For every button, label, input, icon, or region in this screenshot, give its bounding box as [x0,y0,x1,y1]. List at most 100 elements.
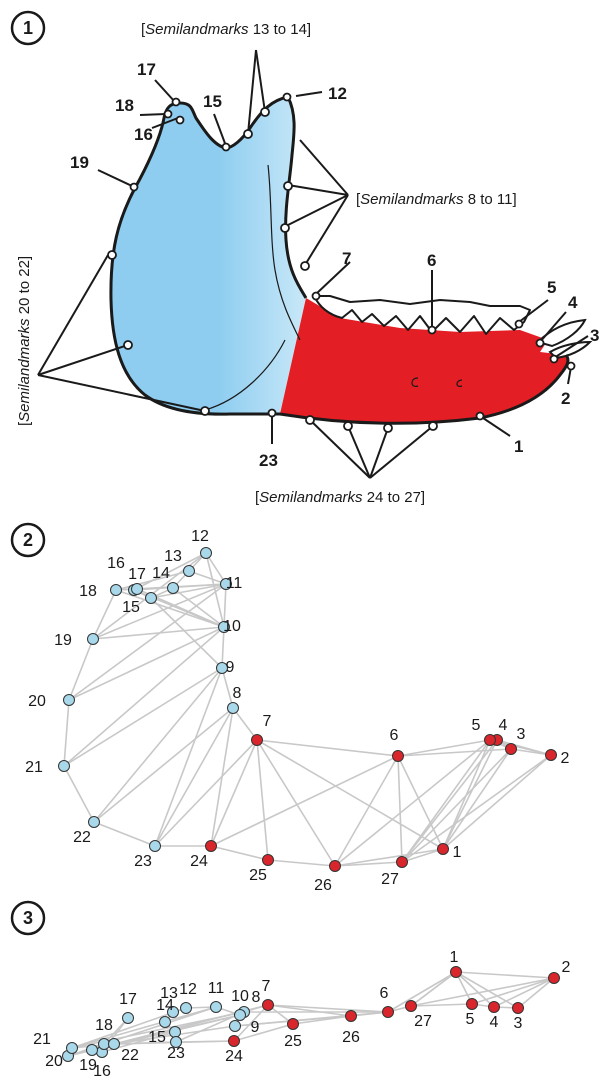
panel-2-point-17 [131,583,143,595]
panel-2-edge-1-3 [442,748,512,850]
panel-2-edge-25-24 [210,845,269,861]
panel-3-edge-12-21 [71,1007,187,1049]
panel-3-label-7: 7 [262,978,271,995]
panel-3-label-6: 6 [380,985,389,1002]
panel-3-label-8: 8 [252,989,261,1006]
panel-2-point-13 [183,565,195,577]
panel-3-label-1: 1 [450,949,459,966]
panel-2-edge-10-9 [221,626,225,669]
panel-2-label-9: 9 [226,659,235,676]
panel-2-point-19 [87,633,99,645]
panel-3-point-25 [287,1018,299,1030]
foramen-mark-b [456,379,463,387]
panel-3-label-14: 14 [156,997,174,1014]
panel-3-label-22: 22 [121,1047,139,1064]
panel-2-edge-26-1 [334,848,444,867]
panel-2-edge-9-8 [221,667,234,709]
panel-2-label-5: 5 [472,717,481,734]
panel-2-edge-12-11 [205,552,227,585]
panel-2-label-24: 24 [190,853,208,870]
panel-3-point-11 [210,1001,222,1013]
panel-2-edge-9-22 [93,667,223,823]
panel-2-label-19: 19 [54,632,72,649]
panel-3-label-15: 15 [148,1029,166,1046]
panel-2-edge-10-18 [115,589,225,628]
panel-3-label-26: 26 [342,1029,360,1046]
panel-3-edge-7-26 [267,1004,352,1017]
panel-2-edge-7-23 [154,739,258,847]
panel-3-label-3: 3 [514,1015,523,1032]
panel-2-edge-7-6 [256,739,399,757]
panel-2-label-13: 13 [164,548,182,565]
panel-2-edge-8-22 [93,707,234,823]
panel-3-point-24 [228,1035,240,1047]
panel-2-edge-9-21 [63,667,223,767]
panel-2-point-11 [220,578,232,590]
landmark-label-12: 12 [328,84,347,103]
panel-2-label-15: 15 [122,599,140,616]
panel-2-edge-10-20 [68,626,225,701]
landmark-label-18: 18 [115,96,134,115]
panel-3-edge-1-3 [455,971,519,1009]
landmark-markers [107,92,576,433]
panel-2-point-10 [218,621,230,633]
panel-3-edge-2-27 [410,977,555,1007]
panel-2-point-27 [396,856,408,868]
landmark-label-3: 3 [590,326,599,345]
panel-2-point-20 [63,694,75,706]
panel-3-label-19: 19 [79,1057,97,1074]
panel-3-edge-2-4 [493,977,555,1008]
panel-3-edge-8-23 [175,1011,245,1043]
panel-2-edge-1-27 [401,848,444,863]
panel-3-label-11: 11 [208,980,225,997]
panel-2-edge-11-16 [133,583,227,591]
ramus-canal-line [204,339,286,411]
panel-2-edge-10-21 [63,626,225,767]
panel-2-label-8: 8 [233,685,242,702]
panel-2-edge-7-24 [210,739,258,847]
mandible-teeth [313,295,531,335]
panel-2-label-17: 17 [128,566,146,583]
panel-2-edge-11-10 [223,583,227,628]
panel-3-edge-2-3 [517,977,555,1009]
panel-3-point-21 [66,1042,78,1054]
panel-2-edge-6-26 [334,755,399,867]
panel-2-edge-1-6 [397,755,444,850]
panel-2-edge-1-2 [442,754,552,850]
panel-2-edge-11-15 [150,583,227,599]
panel-2-edge-23-22 [93,821,156,847]
panel-3-label-17: 17 [119,991,137,1008]
panel-2-edge-10-19 [92,626,225,640]
mandible-body [280,298,568,424]
panel-3-label-10: 10 [231,988,249,1005]
panel-3-point-23 [170,1036,182,1048]
panel-3-point-17 [122,1012,134,1024]
panel-3-label-13: 13 [160,985,178,1002]
panel-3-label-16: 16 [93,1063,111,1080]
panel-2-edge-14-10 [172,587,225,628]
panel-2-point-24 [205,840,217,852]
panel-2-point-1 [437,843,449,855]
mandible-outline [109,95,570,425]
panel-3-edge-6-7 [267,1004,389,1013]
panel-2-point-2 [545,749,557,761]
panel-2-edge-8-7 [232,707,258,741]
panel-2-edge-7-26 [256,739,336,867]
panel-3-label-5: 5 [466,1011,475,1028]
landmark-label-16: 16 [134,125,153,144]
panel-2-edge-20-19 [68,638,94,701]
landmark-label-19: 19 [70,153,89,172]
panel-2-point-26 [329,860,341,872]
panel-3-label-2: 2 [562,959,571,976]
panel-3-edge-2-5 [471,977,555,1005]
panel-2-edges [63,552,552,867]
landmark-label-7: 7 [342,249,351,268]
panel-3-point-5 [466,998,478,1010]
mandible-ramus [110,97,306,415]
landmark-label-6: 6 [427,251,436,270]
panel-3-point-14 [159,1016,171,1028]
semilandmarks-20-22-label: [Semilandmarks 20 to 22] [16,256,33,426]
